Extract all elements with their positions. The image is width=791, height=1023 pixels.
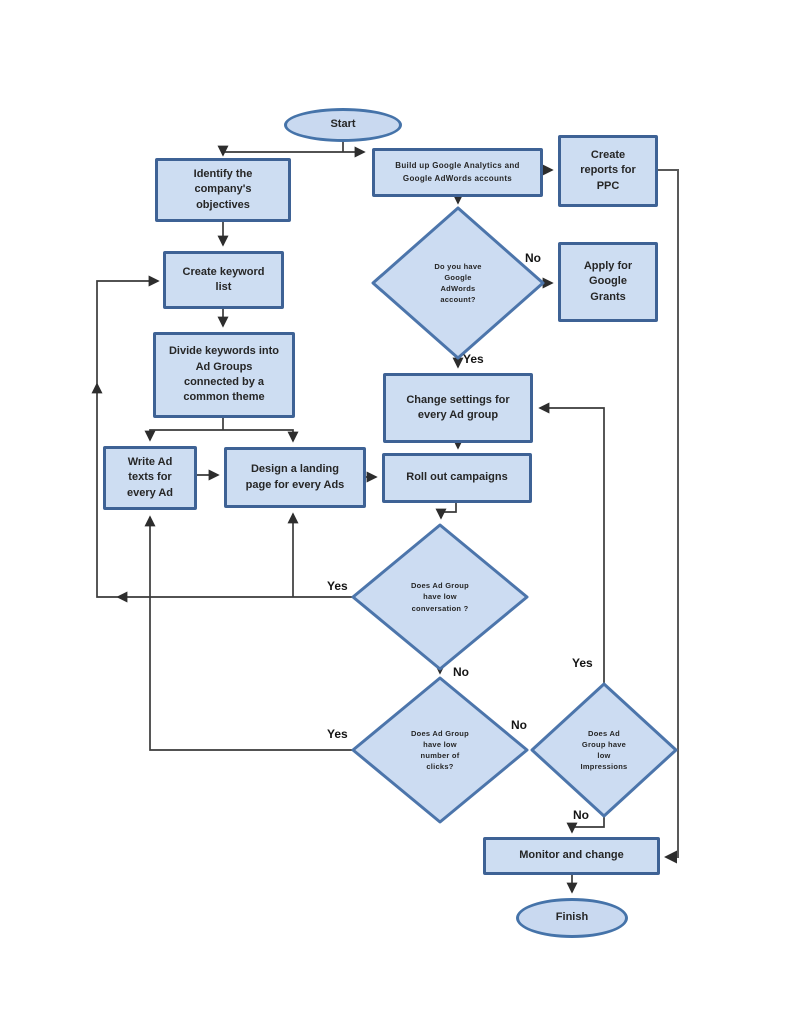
adwords-account-diamond	[371, 206, 545, 360]
low-clicks-diamond	[351, 676, 529, 824]
low-impressions-diamond-text: Does Ad Group have low Impressions	[580, 728, 628, 772]
edge-label-clicks-no: No	[511, 718, 527, 732]
low-conversation-diamond-text: Does Ad Group have low conversation ?	[411, 581, 469, 613]
design-landing-page-box: Design a landing page for every Ads	[224, 447, 366, 508]
adwords-account-diamond-text: Do you have Google AdWords account?	[434, 261, 482, 305]
edge-label-impressions-yes: Yes	[572, 656, 593, 670]
edge-label-impressions-no: No	[573, 808, 589, 822]
low-conversation-diamond	[351, 523, 529, 671]
create-keyword-list-box: Create keyword list	[163, 251, 284, 309]
edge-label-adwords-no: No	[525, 251, 541, 265]
start-terminator: Start	[284, 108, 402, 142]
divide-keywords-box: Divide keywords into Ad Groups connected…	[153, 332, 295, 418]
edge-label-clicks-yes: Yes	[327, 727, 348, 741]
change-settings-box: Change settings for every Ad group	[383, 373, 533, 443]
finish-terminator: Finish	[516, 898, 628, 938]
identify-objectives-box: Identify the company's objectives	[155, 158, 291, 222]
write-ad-texts-box: Write Ad texts for every Ad	[103, 446, 197, 510]
edge-label-adwords-yes: Yes	[463, 352, 484, 366]
monitor-change-box: Monitor and change	[483, 837, 660, 875]
low-clicks-diamond-text: Does Ad Group have low number of clicks?	[411, 728, 469, 772]
build-accounts-box: Build up Google Analytics and Google AdW…	[372, 148, 543, 197]
apply-grants-box: Apply for Google Grants	[558, 242, 658, 322]
create-reports-box: Create reports for PPC	[558, 135, 658, 207]
edge-label-conversation-no: No	[453, 665, 469, 679]
roll-out-campaigns-box: Roll out campaigns	[382, 453, 532, 503]
low-impressions-diamond	[530, 682, 678, 818]
edge-label-conversation-yes: Yes	[327, 579, 348, 593]
